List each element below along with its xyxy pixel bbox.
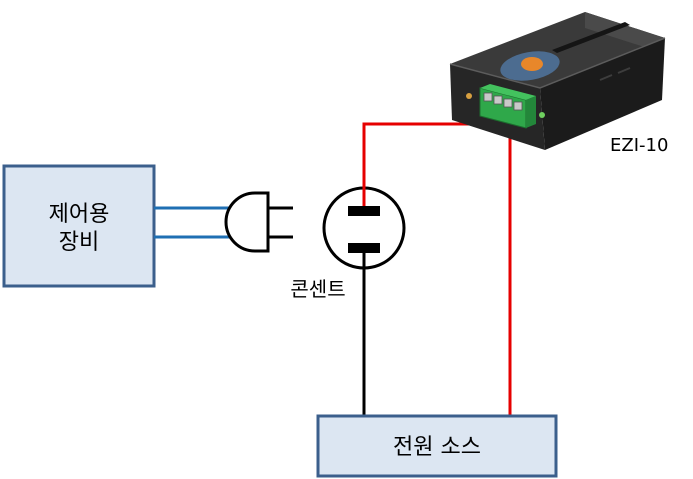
power-led-icon — [539, 112, 545, 118]
outlet-label: 콘센트 — [290, 277, 345, 301]
power-source-label: 전원 소스 — [393, 435, 481, 460]
power-source-box: 전원 소스 — [316, 414, 558, 478]
control-equipment-label-line1: 제어용 — [49, 202, 110, 227]
logo-led-icon — [521, 57, 543, 71]
control-equipment-box: 제어용 장비 — [2, 164, 156, 288]
plug-icon — [224, 191, 293, 253]
status-led-icon — [466, 93, 472, 99]
ezi10-device — [449, 12, 666, 150]
equipment-cable — [154, 206, 234, 239]
control-equipment-label-line2: 장비 — [59, 230, 99, 255]
red-power-wire — [362, 112, 512, 416]
device-label: EZI-10 — [610, 135, 668, 156]
terminal-block-icon — [479, 84, 536, 129]
